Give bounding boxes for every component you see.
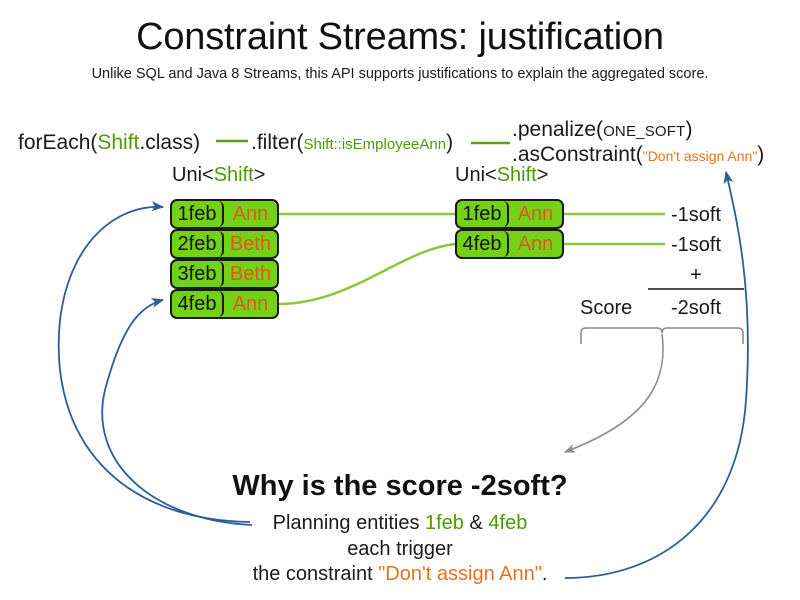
score-operator: + [690,264,702,286]
tuple-employee: Beth [229,233,272,255]
stream-label-left-type: Shift [213,164,254,186]
code-as-constraint: .asConstraint("Don't assign Ann") [512,143,764,167]
explanation-line1-pre: Planning entities [272,512,425,534]
explanation-entity-b: 4feb [488,512,528,534]
tuple-employee: Ann [232,293,269,315]
stream-label-right: Uni<Shift> [455,164,548,187]
tuple-date: 1feb [172,201,224,227]
explanation-entity-a: 1feb [425,512,464,534]
explanation-line-3: the constraint "Don't assign Ann". [0,562,800,588]
right-tuple-row-1[interactable]: 4feb Ann [455,229,564,259]
explanation-line-1: Planning entities 1feb & 4feb [0,511,800,537]
stream-label-right-prefix: Uni< [455,164,497,186]
score-label: Score [580,297,633,319]
foreach-type: Shift [97,131,140,154]
explanation-heading: Why is the score -2soft? [232,470,568,502]
explanation-constraint-name: "Don't assign Ann" [378,563,542,586]
left-tuple-row-2[interactable]: 3feb Beth [170,259,279,289]
stream-label-left: Uni<Shift> [172,164,265,187]
stream-line-4feb [275,242,456,306]
penalize-method: .penalize( [512,118,604,141]
slide-title: Constraint Streams: justification [136,16,664,58]
explanation-line3-post: . [541,563,548,586]
tuple-employee: Ann [517,203,554,225]
tuple-date: 3feb [172,261,224,287]
explanation-amp: & [463,512,489,534]
stream-label-right-suffix: > [536,164,549,186]
tuple-date: 4feb [457,231,509,257]
foreach-method: forEach( [18,131,98,154]
code-penalize: .penalize(ONE_SOFT) [512,118,693,142]
penalty-label-0: -1soft [671,204,722,226]
as-constraint-tail: ) [757,143,765,166]
slide-subtitle: Unlike SQL and Java 8 Streams, this API … [91,66,709,82]
tuple-employee: Ann [517,233,554,255]
penalize-tail: ) [685,118,693,141]
score-total: -2soft [670,297,722,319]
left-tuple-row-1[interactable]: 2feb Beth [170,229,279,259]
tuple-employee: Ann [232,203,269,225]
explanation-body: Planning entities 1feb & 4feb each trigg… [0,511,800,588]
right-tuple-row-0[interactable]: 1feb Ann [455,199,564,229]
score-explanation-arrow [563,333,664,453]
left-tuple-row-0[interactable]: 1feb Ann [170,199,279,229]
code-foreach: forEach(Shift.class) [18,131,200,155]
score-brace [580,327,744,344]
explanation-line3-pre: the constraint [252,563,379,586]
stream-label-right-type: Shift [496,164,537,186]
score-divider [648,288,744,290]
penalize-arg: ONE_SOFT [603,123,686,140]
as-constraint-method: .asConstraint( [512,143,643,166]
stream-label-left-prefix: Uni< [172,164,214,186]
foreach-tail: .class) [139,131,201,154]
penalty-label-1: -1soft [671,234,722,256]
filter-method: .filter( [251,131,304,154]
filter-arg: Shift::isEmployeeAnn [303,136,447,153]
tuple-date: 2feb [172,231,224,257]
filter-tail: ) [446,131,454,154]
as-constraint-arg: "Don't assign Ann" [642,148,758,164]
tuple-employee: Beth [229,263,272,285]
code-filter: .filter(Shift::isEmployeeAnn) [251,131,453,155]
tuple-date: 1feb [457,201,509,227]
explanation-line-2: each trigger [347,537,453,560]
left-tuple-row-3[interactable]: 4feb Ann [170,289,279,319]
tuple-date: 4feb [172,291,224,317]
stream-label-left-suffix: > [253,164,266,186]
